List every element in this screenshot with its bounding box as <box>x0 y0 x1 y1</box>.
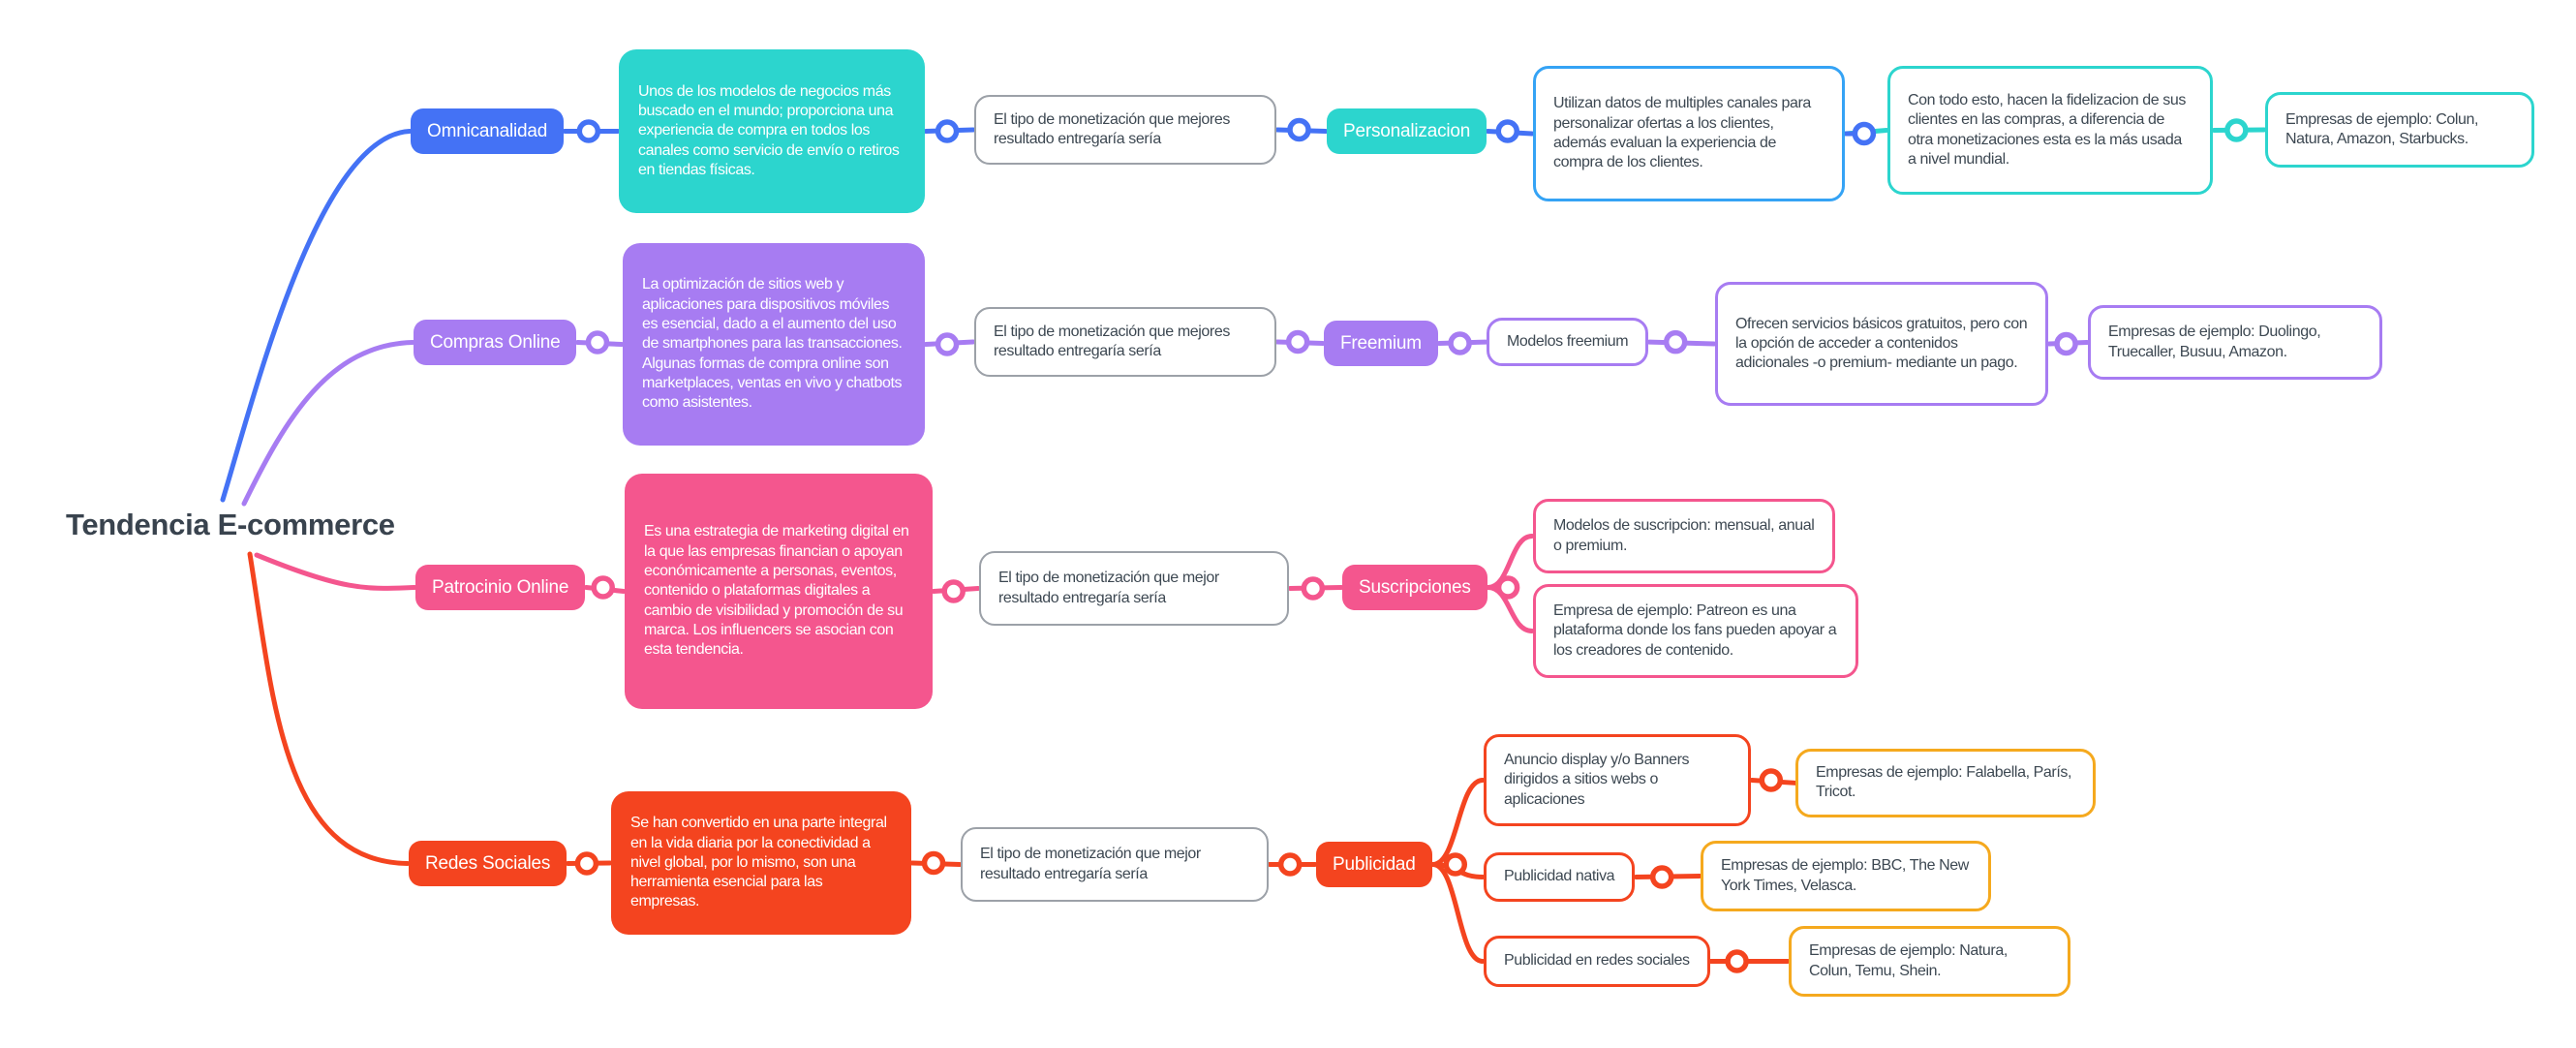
node-redes-sociales[interactable]: Redes Sociales <box>409 841 567 886</box>
connector-dot <box>1759 768 1784 792</box>
box-patrocinio-description[interactable]: Es una estrategia de marketing digital e… <box>625 474 933 709</box>
connector-dot <box>921 850 946 876</box>
box-publicidad-display-examples[interactable]: Empresas de ejemplo: Falabella, París, T… <box>1795 749 2096 817</box>
box-publicidad-nativa-examples[interactable]: Empresas de ejemplo: BBC, The New York T… <box>1701 841 1991 911</box>
connector-dot <box>1301 576 1326 601</box>
connector-dot <box>2224 118 2249 142</box>
connector-dot <box>1852 121 1877 146</box>
box-omni-description[interactable]: Unos de los modelos de negocios más busc… <box>619 49 925 213</box>
box-suscripciones-example[interactable]: Empresa de ejemplo: Patreon es una plata… <box>1533 584 1858 678</box>
node-suscripciones[interactable]: Suscripciones <box>1342 565 1487 610</box>
connector-dot <box>1495 575 1520 600</box>
box-publicidad-display[interactable]: Anuncio display y/o Banners dirigidos a … <box>1484 734 1751 826</box>
connector-dot <box>2054 331 2078 356</box>
box-publicidad-social[interactable]: Publicidad en redes sociales <box>1484 936 1710 987</box>
box-compras-monetization[interactable]: El tipo de monetización que mejores resu… <box>974 307 1276 377</box>
connector-dot <box>1725 949 1749 973</box>
connector-dot <box>935 119 960 143</box>
node-publicidad[interactable]: Publicidad <box>1316 842 1432 887</box>
box-suscripciones-models[interactable]: Modelos de suscripcion: mensual, anual o… <box>1533 499 1835 573</box>
box-publicidad-social-examples[interactable]: Empresas de ejemplo: Natura, Colun, Temu… <box>1789 926 2070 997</box>
box-freemium-detail[interactable]: Ofrecen servicios básicos gratuitos, per… <box>1715 282 2048 406</box>
box-redes-description[interactable]: Se han convertido en una parte integral … <box>611 791 911 935</box>
connector-dot <box>591 575 615 600</box>
box-omni-examples[interactable]: Empresas de ejemplo: Colun, Natura, Amaz… <box>2265 92 2534 168</box>
connector-dot <box>1649 865 1674 889</box>
connector-dot <box>1448 331 1472 355</box>
node-root[interactable]: Tendencia E-commerce <box>66 508 395 541</box>
connector-dot <box>1495 119 1520 143</box>
connector-dot <box>935 332 960 356</box>
connector-dot <box>576 119 601 143</box>
node-omnicanalidad[interactable]: Omnicanalidad <box>411 108 565 154</box>
connector-dot <box>1443 852 1468 877</box>
box-omni-detail-1[interactable]: Utilizan datos de multiples canales para… <box>1533 66 1845 201</box>
connector-dot <box>941 579 966 603</box>
node-personalizacion[interactable]: Personalizacion <box>1327 108 1487 154</box>
box-freemium-model[interactable]: Modelos freemium <box>1487 318 1649 367</box>
box-freemium-examples[interactable]: Empresas de ejemplo: Duolingo, Truecalle… <box>2088 305 2382 380</box>
box-publicidad-nativa[interactable]: Publicidad nativa <box>1484 852 1636 902</box>
connector-dot <box>1287 117 1311 142</box>
box-redes-monetization[interactable]: El tipo de monetización que mejor result… <box>961 827 1269 902</box>
connector-dot <box>1277 852 1303 877</box>
node-patrocinio-online[interactable]: Patrocinio Online <box>415 565 586 610</box>
connector-dot <box>574 851 599 876</box>
connector-dot <box>1663 329 1688 354</box>
box-patrocinio-monetization[interactable]: El tipo de monetización que mejor result… <box>979 551 1289 626</box>
connector-dot <box>1285 329 1310 354</box>
connector-dot <box>585 330 610 354</box>
node-compras-online[interactable]: Compras Online <box>414 320 577 365</box>
box-omni-monetization[interactable]: El tipo de monetización que mejores resu… <box>974 95 1276 165</box>
node-freemium[interactable]: Freemium <box>1324 321 1438 366</box>
box-compras-description[interactable]: La optimización de sitios web y aplicaci… <box>623 243 925 446</box>
box-omni-detail-2[interactable]: Con todo esto, hacen la fidelizacion de … <box>1887 66 2213 195</box>
